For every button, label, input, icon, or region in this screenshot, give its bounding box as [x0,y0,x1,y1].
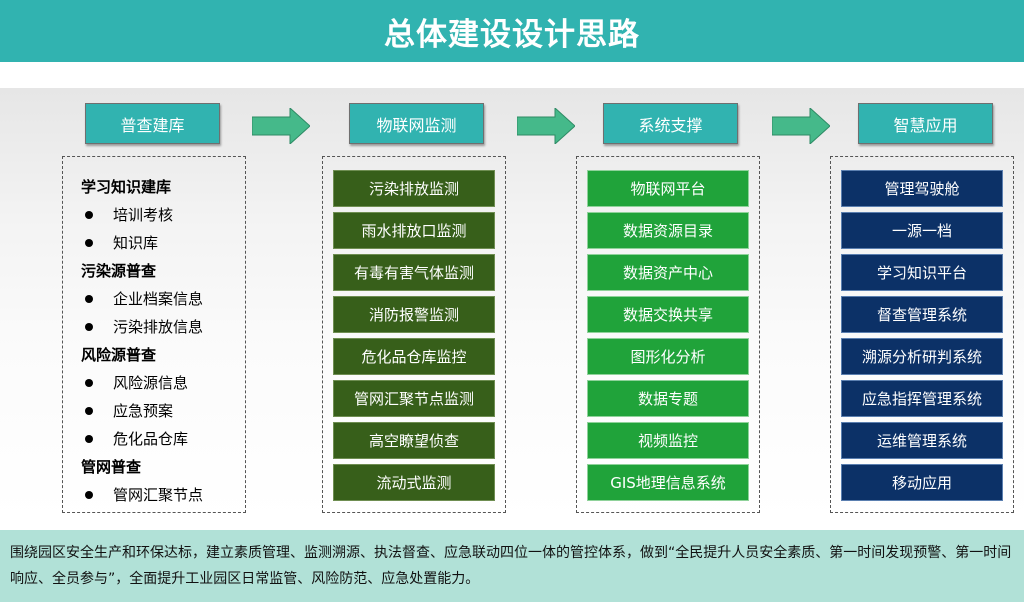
system-support-panel: 物联网平台数据资源目录数据资产中心数据交换共享图形化分析数据专题视频监控 GIS地… [576,156,760,513]
summary-footer: 围绕园区安全生产和环保达标，建立素质管理、监测溯源、执法督查、应急联动四位一体的… [0,530,1024,602]
list-item-label: 污染排放信息 [113,318,204,336]
iot-monitoring-item: 污染排放监测 [333,170,495,207]
list-item: 风险源信息 [81,369,203,397]
section-heading: 污染源普查 [81,262,157,280]
list-item: 应急预案 [81,397,203,425]
smart-application-item: 管理驾驶舱 [841,170,1003,207]
bullet-icon [85,379,93,387]
list-item: 培训考核 [81,201,203,229]
bullet-icon [85,239,93,247]
smart-application-item: 应急指挥管理系统 [841,380,1003,417]
list-item-label: 管网汇聚节点 [113,486,204,504]
list-item: 污染排放信息 [81,313,203,341]
header-smart-application: 智慧应用 [858,103,993,144]
iot-monitoring-item: 管网汇聚节点监测 [333,380,495,417]
right-arrow-icon [252,108,310,144]
smart-application-panel: 管理驾驶舱一源一档学习知识平台督查管理系统溯源分析研判系统应急指挥管理系统运维管… [830,156,1014,513]
list-item-label: 知识库 [113,234,159,252]
system-support-item: 数据专题 [587,380,749,417]
header-iot-monitoring: 物联网监测 [349,103,484,144]
smart-application-item: 运维管理系统 [841,422,1003,459]
list-item-label: 风险源信息 [113,374,189,392]
list-item: 危化品仓库 [81,425,203,453]
right-arrow-icon [517,108,575,144]
page-title: 总体建设设计思路 [384,16,640,53]
smart-application-item: 督查管理系统 [841,296,1003,333]
smart-application-item: 一源一档 [841,212,1003,249]
list-item-label: 培训考核 [113,206,174,224]
bullet-icon [85,407,93,415]
census-list: 学习知识建库培训考核知识库污染源普查企业档案信息污染排放信息风险源普查风险源信息… [81,173,203,509]
census-database-panel: 学习知识建库培训考核知识库污染源普查企业档案信息污染排放信息风险源普查风险源信息… [62,156,246,513]
smart-application-item: 移动应用 [841,464,1003,501]
bullet-icon [85,295,93,303]
system-support-item: 数据资产中心 [587,254,749,291]
system-support-item: GIS地理信息系统 [587,464,749,501]
smart-application-item: 溯源分析研判系统 [841,338,1003,375]
header-system-support: 系统支撑 [603,103,738,144]
system-support-item: 物联网平台 [587,170,749,207]
right-arrow-icon [772,108,830,144]
list-item: 管网汇聚节点 [81,481,203,509]
system-support-item: 视频监控 [587,422,749,459]
list-item: 知识库 [81,229,203,257]
system-support-item: 数据交换共享 [587,296,749,333]
bullet-icon [85,211,93,219]
iot-monitoring-item: 高空瞭望侦查 [333,422,495,459]
system-support-item: 图形化分析 [587,338,749,375]
section-heading: 管网普查 [81,458,142,476]
list-item-label: 危化品仓库 [113,430,189,448]
iot-monitoring-item: 有毒有害气体监测 [333,254,495,291]
list-item: 企业档案信息 [81,285,203,313]
list-item-label: 应急预案 [113,402,174,420]
bullet-icon [85,323,93,331]
iot-monitoring-panel: 污染排放监测雨水排放口监测有毒有害气体监测消防报警监测危化品仓库监控管网汇聚节点… [322,156,506,513]
header-census-database: 普查建库 [85,103,220,144]
smart-application-item: 学习知识平台 [841,254,1003,291]
summary-text: 围绕园区安全生产和环保达标，建立素质管理、监测溯源、执法督查、应急联动四位一体的… [10,545,1012,587]
iot-monitoring-item: 流动式监测 [333,464,495,501]
bullet-icon [85,435,93,443]
section-heading: 风险源普查 [81,346,157,364]
title-bar: 总体建设设计思路 [0,0,1024,62]
iot-monitoring-item: 雨水排放口监测 [333,212,495,249]
system-support-item: 数据资源目录 [587,212,749,249]
section-heading: 学习知识建库 [81,178,172,196]
iot-monitoring-item: 消防报警监测 [333,296,495,333]
list-item-label: 企业档案信息 [113,290,204,308]
bullet-icon [85,491,93,499]
iot-monitoring-item: 危化品仓库监控 [333,338,495,375]
